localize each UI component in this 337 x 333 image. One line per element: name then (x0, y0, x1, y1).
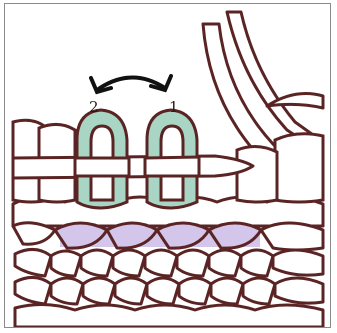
knitted-fabric (13, 197, 323, 327)
knitting-illustration: 2 1 (5, 4, 330, 327)
knitting-needle (13, 156, 253, 178)
stitch-1-label: 1 (169, 98, 179, 116)
diagram-frame: 2 1 (4, 3, 331, 328)
stitch-2-label: 2 (89, 98, 99, 116)
double-headed-swap-arrow-icon (91, 76, 171, 92)
